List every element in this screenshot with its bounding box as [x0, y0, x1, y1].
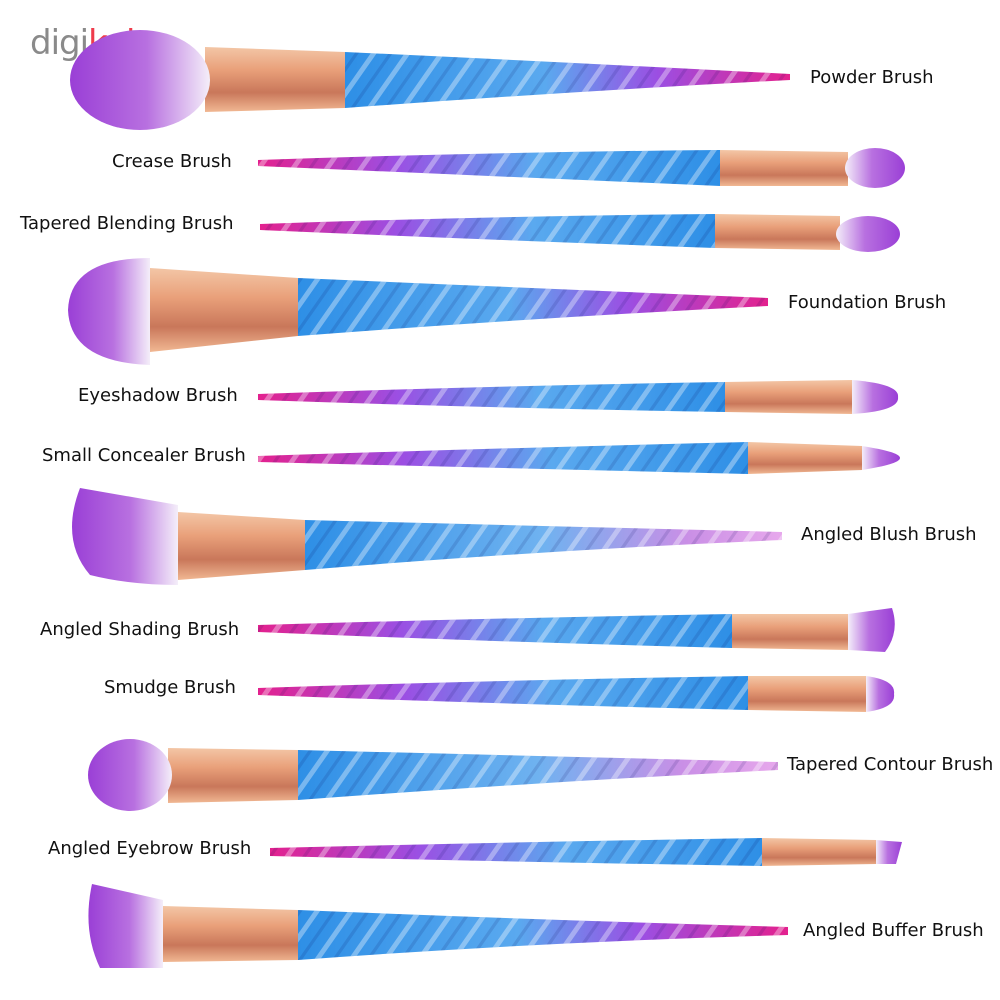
small-concealer-brush [258, 442, 900, 474]
label-eyeshadow-brush: Eyeshadow Brush [78, 385, 238, 406]
tapered-blending-brush [260, 214, 900, 252]
powder-brush [70, 30, 790, 130]
angled-blush-brush [72, 488, 782, 585]
label-smudge-brush: Smudge Brush [104, 677, 236, 698]
label-angled-shading-brush: Angled Shading Brush [40, 619, 240, 640]
label-angled-eyebrow-brush: Angled Eyebrow Brush [48, 838, 252, 859]
label-powder-brush: Powder Brush [810, 67, 934, 88]
label-foundation-brush: Foundation Brush [788, 292, 947, 313]
label-tapered-contour-brush: Tapered Contour Brush [787, 754, 994, 775]
logo-text-digi: digi [30, 23, 89, 63]
angled-eyebrow-brush [270, 838, 902, 866]
eyeshadow-brush [258, 380, 899, 414]
foundation-brush [68, 258, 768, 365]
label-angled-buffer-brush: Angled Buffer Brush [803, 920, 984, 941]
label-small-concealer-brush: Small Concealer Brush [42, 445, 246, 466]
crease-brush [258, 148, 905, 188]
label-angled-blush-brush: Angled Blush Brush [801, 524, 977, 545]
tapered-contour-brush [88, 739, 778, 811]
smudge-brush [258, 676, 895, 712]
label-tapered-blending-brush: Tapered Blending Brush [20, 213, 234, 234]
angled-buffer-brush [88, 884, 788, 968]
label-crease-brush: Crease Brush [112, 151, 232, 172]
angled-shading-brush [258, 608, 895, 652]
